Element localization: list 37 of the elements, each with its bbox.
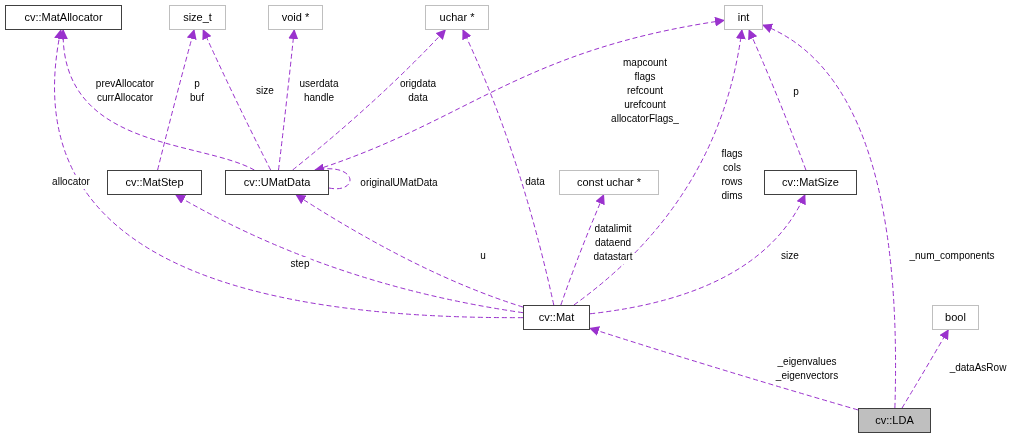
dashed-arrow [295, 194, 524, 308]
dashed-arrow [292, 29, 446, 171]
edge-label: mapcount flags refcount urefcount allocatorFlags_ [610, 56, 680, 126]
edge-label: _eigenvalues _eigenvectors [774, 355, 840, 383]
dashed-arrow [589, 194, 806, 315]
edge-label: step [289, 257, 311, 271]
edge-label: data [524, 175, 546, 189]
edge-label: originalUMatData [359, 176, 439, 190]
dashed-arrow [589, 326, 859, 411]
class-box: cv::LDA [858, 408, 931, 433]
class-box: cv::Mat [523, 305, 590, 330]
dashed-arrow [560, 194, 605, 306]
dashed-arrow [157, 29, 197, 171]
dashed-arrow [748, 29, 807, 171]
dashed-arrow [762, 24, 896, 409]
edge-label: datalimit dataend datastart [592, 222, 634, 264]
dashed-arrow [314, 163, 351, 190]
type-box: size_t [169, 5, 226, 30]
class-box: cv::MatStep [107, 170, 202, 195]
type-box: void * [268, 5, 323, 30]
edge-label: allocator [51, 175, 91, 189]
type-box: const uchar * [559, 170, 659, 195]
dashed-arrow [462, 29, 555, 306]
edge-label: _num_components [908, 249, 996, 263]
type-box: uchar * [425, 5, 489, 30]
dashed-arrow [175, 194, 524, 314]
edge-label: _dataAsRow [948, 361, 1008, 375]
dashed-arrow [573, 29, 746, 306]
dashed-arrow [54, 29, 524, 319]
class-box: cv::UMatData [225, 170, 329, 195]
class-box: cv::MatAllocator [5, 5, 122, 30]
class-box: cv::MatSize [764, 170, 857, 195]
type-box: int [724, 5, 763, 30]
dashed-arrow [901, 329, 949, 409]
type-box: bool [932, 305, 979, 330]
dashed-arrow [278, 29, 299, 171]
dashed-arrow [202, 29, 272, 171]
